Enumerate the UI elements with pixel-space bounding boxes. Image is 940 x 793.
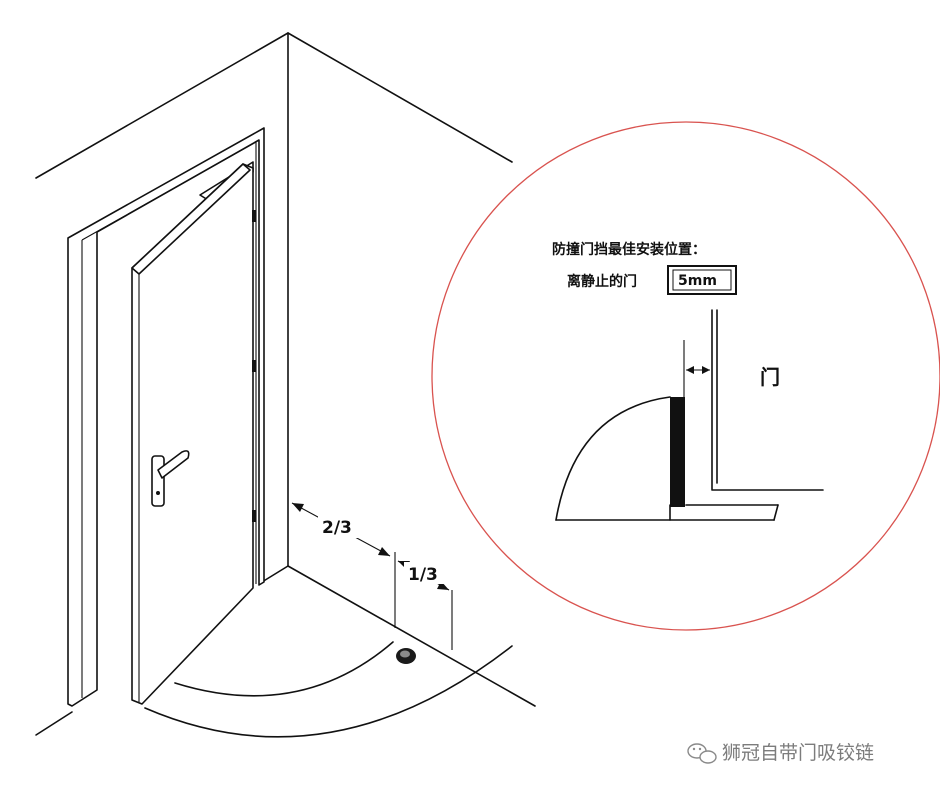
gap-dimension: [683, 340, 710, 400]
gap-box-outer: [667, 265, 737, 295]
room-walls: [35, 32, 536, 736]
gap-value: 5mm: [678, 273, 717, 289]
arrowhead-mid-a: [378, 547, 390, 556]
door-stop: [396, 648, 416, 664]
door-label: 门: [760, 365, 780, 389]
detail-circle: [431, 121, 940, 631]
label-two-thirds: 2/3: [322, 518, 352, 538]
wechat-icon: [687, 743, 717, 764]
gap-arrow-left: [686, 366, 694, 374]
watermark: 狮冠自带门吸铰链: [687, 742, 874, 764]
stopper-profile: [555, 396, 779, 521]
dimension-lines: 2/3 1/3: [291, 502, 453, 650]
floor-swing-arcs: [144, 641, 513, 738]
hinge-bottom: [252, 510, 256, 522]
watermark-text: 狮冠自带门吸铰链: [722, 742, 874, 764]
gap-box-inner: [672, 269, 732, 291]
open-door: [131, 161, 256, 705]
label-one-third: 1/3: [408, 565, 438, 585]
arrowhead-start: [292, 503, 304, 512]
distance-label: 离静止的门: [567, 273, 637, 290]
rubber-bumper: [670, 397, 685, 507]
hinge-top: [252, 210, 256, 222]
door-handle: [151, 450, 190, 507]
door-section: [711, 309, 824, 491]
install-title: 防撞门挡最佳安装位置：: [552, 241, 706, 258]
detail-callout: 防撞门挡最佳安装位置： 离静止的门 5mm 门: [431, 121, 940, 631]
gap-arrow-right: [702, 366, 710, 374]
hinge-middle: [252, 360, 256, 372]
